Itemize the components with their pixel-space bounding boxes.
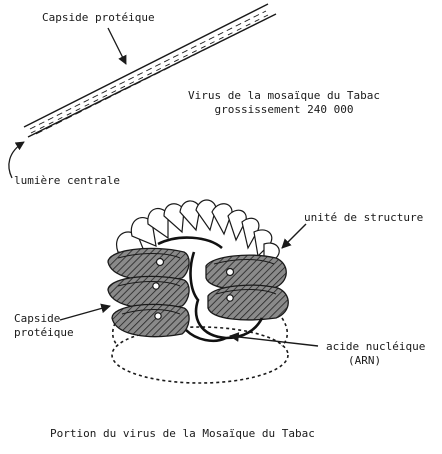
rna-strand: [157, 236, 264, 343]
label-acide-nucleique: acide nucléique: [326, 340, 426, 353]
arrow-capside-top: [107, 27, 127, 65]
label-arn: (ARN): [348, 354, 382, 367]
label-capside-top: Capside protéique: [42, 11, 155, 24]
virus-rod: [23, 3, 277, 138]
label-capside-bottom-line2: protéique: [14, 326, 74, 339]
rna-dashed-helix: [111, 317, 289, 384]
arrow-acide: [229, 332, 319, 347]
label-capside-bottom-line1: Capside: [14, 312, 61, 325]
label-unite-structure: unité de structure: [304, 211, 424, 224]
caption-virus-line2: grossissement 240 000: [214, 103, 354, 116]
capsid-units-right-rims: [213, 259, 277, 295]
rna-bases: [152, 257, 235, 320]
label-lumiere-centrale: lumière centrale: [14, 174, 120, 187]
arrow-lumiere: [8, 141, 25, 179]
capsid-units-left-rims: [117, 253, 181, 315]
capsid-units-left: [107, 247, 190, 338]
caption-portion-virus: Portion du virus de la Mosaïque du Tabac: [50, 427, 315, 440]
arrow-capside-bottom: [59, 303, 111, 321]
capsid-units-top: [116, 199, 280, 265]
caption-virus-line1: Virus de la mosaïque du Tabac: [187, 89, 381, 102]
capsid-units-right: [205, 254, 289, 321]
arrow-unite: [281, 223, 307, 249]
